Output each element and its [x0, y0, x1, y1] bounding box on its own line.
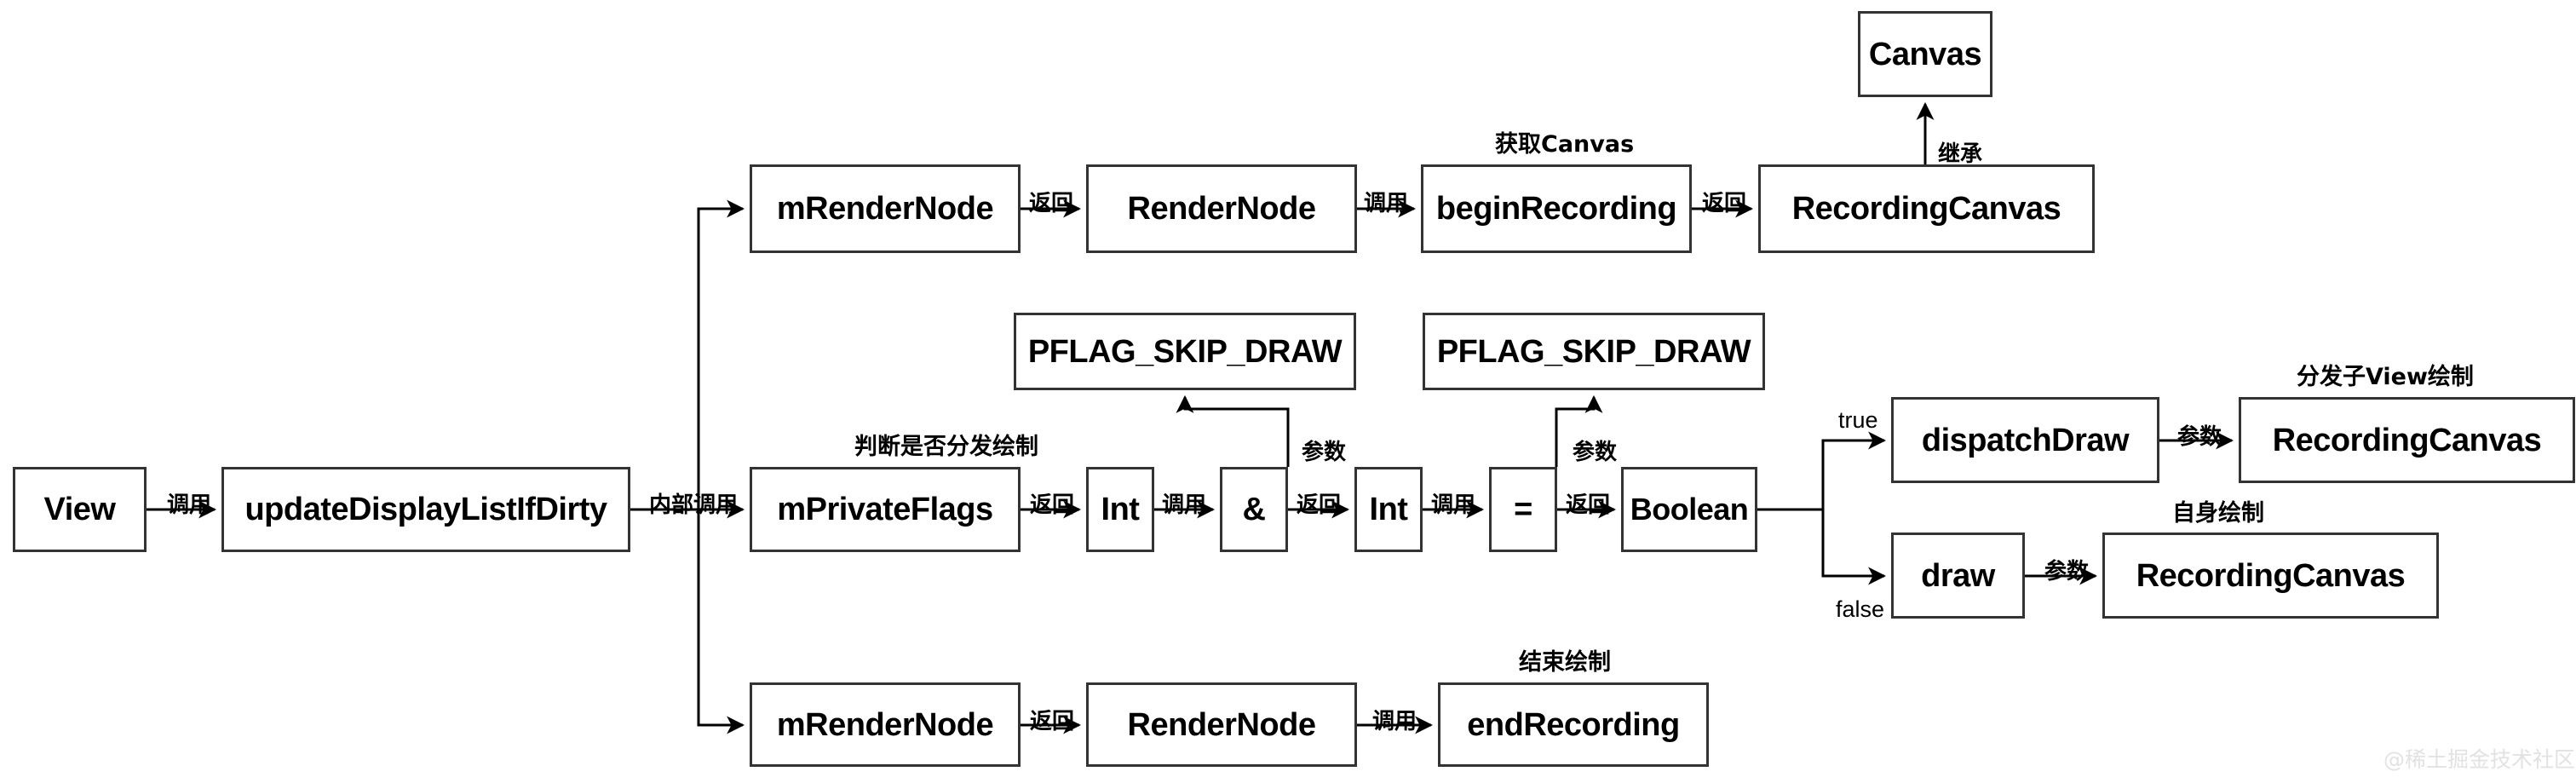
caption-caption-self-draw: 自身绘制: [2172, 500, 2264, 527]
node-rendernode-top[interactable]: RenderNode: [1086, 164, 1357, 253]
caption-caption-end-draw: 结束绘制: [1519, 649, 1611, 676]
node-label-draw: draw: [1921, 557, 1995, 594]
node-dispatchdraw[interactable]: dispatchDraw: [1891, 397, 2159, 483]
edge-label-int1-to-and: 调用: [1162, 492, 1207, 518]
node-label-mprivateflags: mPrivateFlags: [777, 492, 993, 527]
node-label-endrecording: endRecording: [1467, 706, 1680, 743]
node-and-op[interactable]: &: [1220, 467, 1288, 552]
node-recordingcanvas-false[interactable]: RecordingCanvas: [2102, 533, 2439, 619]
caption-caption-get-canvas: 获取Canvas: [1495, 131, 1635, 158]
wire-boolean-false: [1821, 510, 1887, 585]
node-canvas[interactable]: Canvas: [1858, 11, 1992, 97]
node-mrendernode-bottom[interactable]: mRenderNode: [750, 682, 1021, 767]
edge-label-rendernode-b-to-end: 调用: [1372, 709, 1417, 734]
node-eq-op[interactable]: =: [1489, 467, 1557, 552]
edge-label-eq-to-boolean: 返回: [1566, 492, 1611, 518]
edge-label-mrendernode-b-to-rendernode-b: 返回: [1030, 709, 1075, 734]
node-update-display[interactable]: updateDisplayListIfDirty: [221, 467, 630, 552]
caption-caption-dispatch-check: 判断是否分发绘制: [854, 434, 1038, 460]
node-draw[interactable]: draw: [1891, 533, 2025, 619]
node-label-dispatchdraw: dispatchDraw: [1921, 422, 2130, 458]
edge-label-draw-to-canvas: 参数: [2044, 559, 2090, 584]
edge-label-view-to-update: 调用: [167, 492, 212, 518]
edge-label-begin-to-recordingcanvas: 返回: [1702, 191, 1747, 216]
node-pflag-right[interactable]: PFLAG_SKIP_DRAW: [1423, 313, 1765, 390]
node-label-update-display: updateDisplayListIfDirty: [244, 492, 607, 527]
node-label-eq-op: =: [1514, 492, 1532, 527]
node-int-1[interactable]: Int: [1086, 467, 1154, 552]
wire-spine-to-mrendernode-bottom: [697, 510, 745, 734]
node-recordingcanvas-true[interactable]: RecordingCanvas: [2239, 397, 2575, 483]
edge-label-update-to-branch: 内部调用: [649, 492, 739, 518]
node-label-int-2: Int: [1369, 492, 1408, 527]
edge-label-int2-to-eq: 调用: [1431, 492, 1476, 518]
edge-label-mprivateflags-to-int1: 返回: [1030, 492, 1075, 518]
node-int-2[interactable]: Int: [1354, 467, 1423, 552]
node-label-rendernode-top: RenderNode: [1127, 191, 1316, 227]
node-pflag-left[interactable]: PFLAG_SKIP_DRAW: [1014, 313, 1356, 390]
node-label-int-1: Int: [1101, 492, 1140, 527]
wire-spine-to-mrendernode-top: [697, 199, 745, 510]
edge-label-boolean-true: true: [1838, 407, 1878, 433]
node-label-boolean: Boolean: [1630, 492, 1749, 527]
edge-label-eq-to-pflag-right: 参数: [1573, 440, 1618, 465]
node-label-mrendernode-top: mRenderNode: [776, 191, 994, 227]
edge-label-recordingcanvas-to-canvas: 继承: [1938, 141, 1983, 167]
node-label-and-op: &: [1242, 492, 1266, 527]
wire-boolean-true: [1821, 431, 1887, 510]
caption-caption-dispatch-child: 分发子View绘制: [2297, 364, 2474, 390]
node-label-recordingcanvas-top: RecordingCanvas: [1791, 191, 2061, 227]
node-endrecording[interactable]: endRecording: [1438, 682, 1709, 767]
node-label-recordingcanvas-false: RecordingCanvas: [2136, 557, 2406, 594]
node-rendernode-bottom[interactable]: RenderNode: [1086, 682, 1357, 767]
node-label-pflag-left: PFLAG_SKIP_DRAW: [1027, 333, 1343, 370]
node-label-recordingcanvas-true: RecordingCanvas: [2272, 422, 2542, 458]
node-label-rendernode-bottom: RenderNode: [1127, 706, 1316, 743]
node-label-canvas: Canvas: [1868, 36, 1982, 72]
edge-label-boolean-false: false: [1836, 596, 1885, 622]
edge-label-and-to-pflag-left: 参数: [1302, 440, 1347, 465]
node-label-view: View: [43, 492, 116, 527]
node-mrendernode-top[interactable]: mRenderNode: [750, 164, 1021, 253]
node-label-beginrecording: beginRecording: [1435, 191, 1677, 227]
node-beginrecording[interactable]: beginRecording: [1421, 164, 1692, 253]
node-view[interactable]: View: [13, 467, 147, 552]
node-mprivateflags[interactable]: mPrivateFlags: [750, 467, 1021, 552]
node-recordingcanvas-top[interactable]: RecordingCanvas: [1758, 164, 2095, 253]
node-label-mrendernode-bottom: mRenderNode: [776, 706, 994, 743]
wire-and-to-pflag-left: [1176, 394, 1290, 467]
edge-label-and-to-int2: 返回: [1297, 492, 1342, 518]
node-label-pflag-right: PFLAG_SKIP_DRAW: [1436, 333, 1751, 370]
edge-label-mrendernode-to-rendernode: 返回: [1029, 191, 1074, 216]
node-boolean[interactable]: Boolean: [1621, 467, 1757, 552]
watermark: @稀土掘金技术社区: [2383, 747, 2576, 772]
edge-label-rendernode-to-begin: 调用: [1364, 191, 1409, 216]
edge-label-dispatchdraw-to-canvas: 参数: [2177, 424, 2222, 450]
